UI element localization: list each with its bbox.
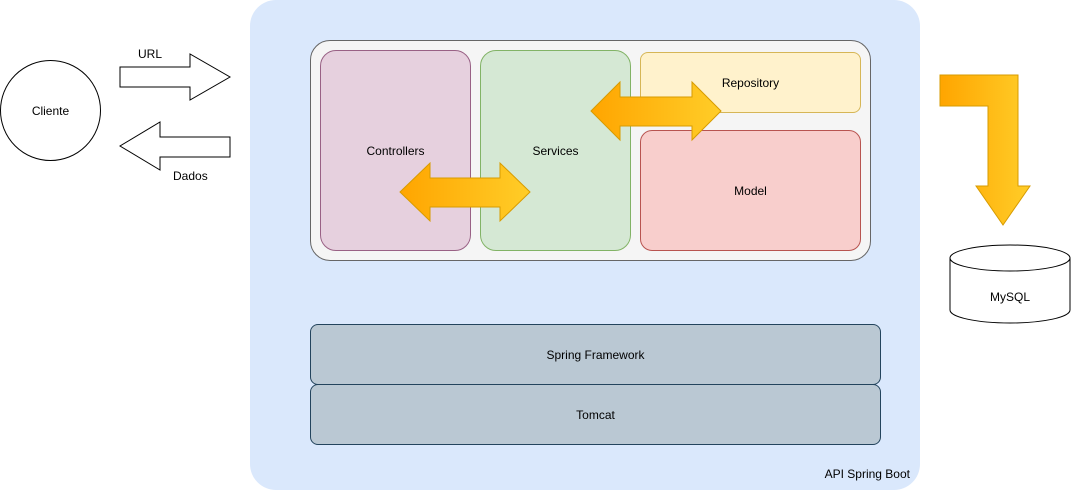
services-label: Services: [532, 143, 579, 158]
mysql-cylinder: [949, 244, 1071, 324]
services-repository-arrow: [590, 80, 722, 142]
url-label: URL: [138, 47, 163, 61]
database-arrow: [939, 74, 1031, 226]
spring-framework-box: Spring Framework: [310, 324, 881, 385]
controllers-box: Controllers: [320, 50, 471, 251]
model-box: Model: [640, 130, 861, 251]
controllers-label: Controllers: [366, 143, 425, 158]
dados-arrow: [119, 121, 231, 171]
url-arrow: [119, 53, 232, 101]
dados-label: Dados: [173, 169, 208, 183]
tomcat-label: Tomcat: [576, 407, 615, 422]
client-label: Cliente: [31, 103, 70, 118]
tomcat-box: Tomcat: [310, 384, 881, 445]
spring-framework-label: Spring Framework: [546, 347, 645, 362]
model-label: Model: [734, 183, 767, 198]
mysql-label: MySQL: [989, 290, 1030, 304]
services-box: Services: [480, 50, 631, 251]
client-node: Cliente: [0, 60, 101, 161]
spring-boot-label: API Spring Boot: [824, 467, 910, 481]
controllers-services-arrow: [399, 161, 531, 223]
repository-label: Repository: [721, 75, 780, 90]
